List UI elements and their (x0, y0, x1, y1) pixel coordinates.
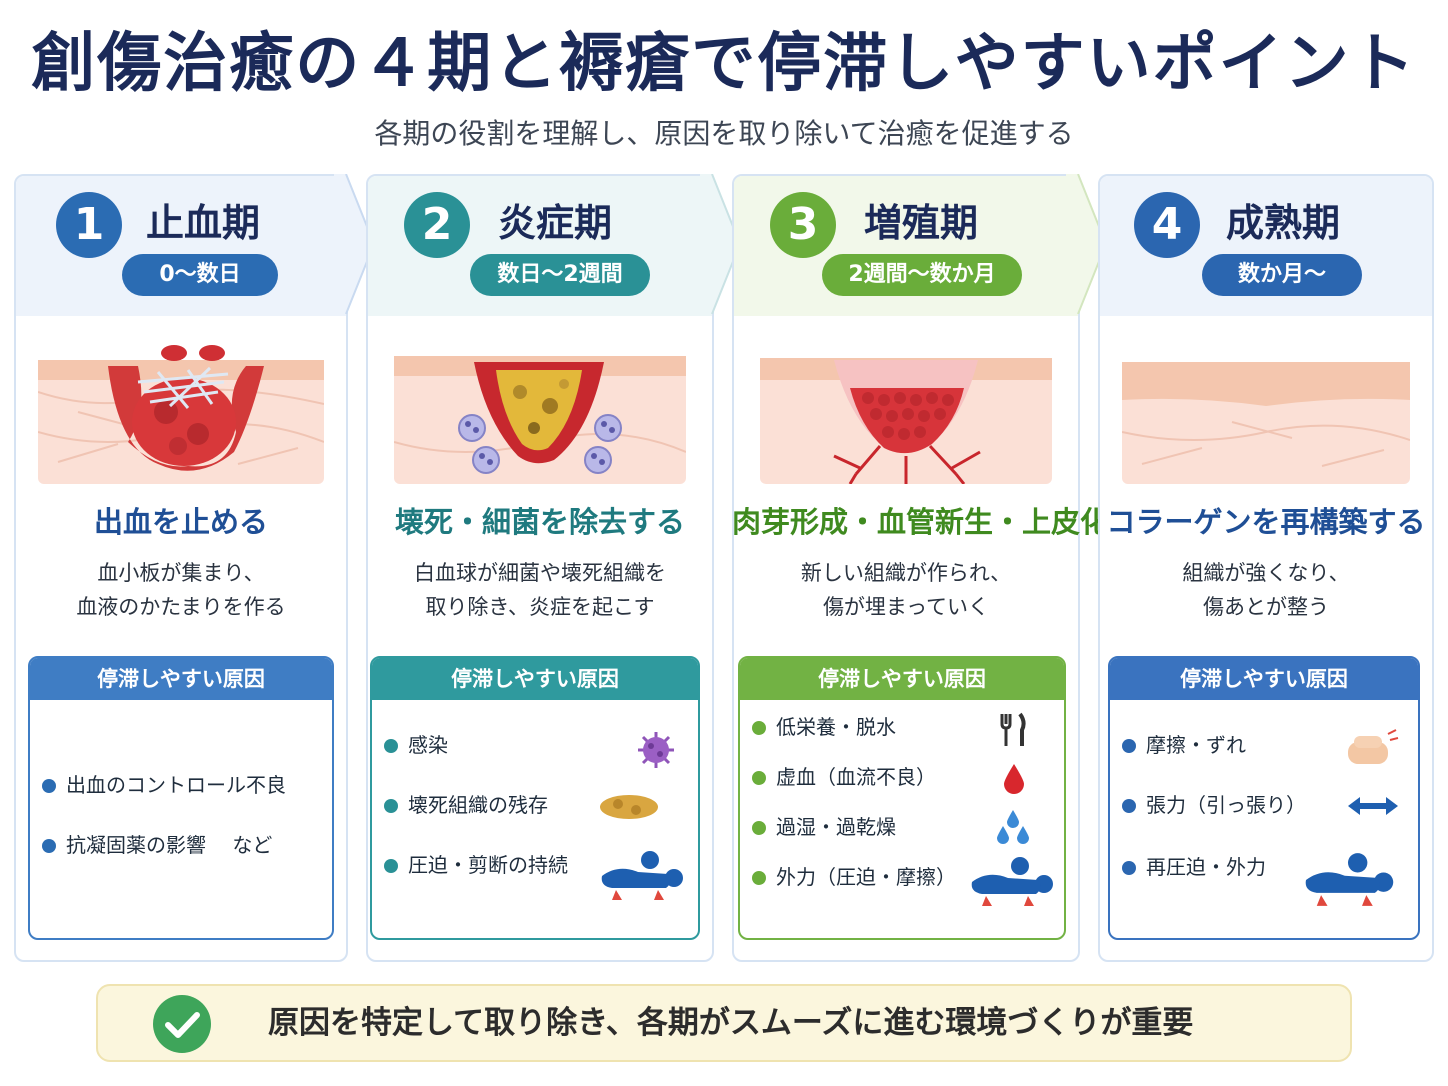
phase-3-description: 新しい組織が作られ、 傷が埋まっていく (732, 556, 1080, 624)
phase-3-cause-box: 停滞しやすい原因 低栄養・脱水 虚血（血流不良） 過湿・過乾燥 外力（圧迫・摩擦… (738, 656, 1066, 940)
bullet-icon (42, 779, 56, 793)
healed-skin-icon (1122, 362, 1410, 484)
phase-2-desc-line-2: 取り除き、炎症を起こす (425, 595, 655, 619)
cause-item: 壊死組織の残存 (384, 790, 548, 820)
platelet-icon (161, 345, 225, 361)
cause-item: 感染 (384, 730, 448, 760)
necrotic-tissue-icon (600, 795, 658, 819)
lying-person-icon (601, 851, 683, 900)
summary-banner: 原因を特定して取り除き、各期がスムーズに進む環境づくりが重要 (96, 984, 1352, 1062)
cause-item: 外力（圧迫・摩擦） (752, 862, 956, 892)
phase-3-cause-heading: 停滞しやすい原因 (740, 658, 1064, 700)
phase-4-cause-heading: 停滞しやすい原因 (1110, 658, 1418, 700)
bullet-icon (384, 739, 398, 753)
cause-text: 感染 (408, 733, 448, 757)
bullet-icon (752, 871, 766, 885)
phase-4-name: 成熟期 (1226, 201, 1341, 245)
phase-1-name: 止血期 (146, 201, 261, 245)
cause-text: 抗凝固薬の影響 など (66, 833, 273, 857)
blood-clot-icon (38, 360, 324, 484)
phase-1-cause-box: 停滞しやすい原因 出血のコントロール不良 抗凝固薬の影響 など (28, 656, 334, 940)
phase-3-role: 肉芽形成・血管新生・上皮化 (732, 505, 1110, 539)
white-blood-cell-icon (394, 356, 686, 484)
cause-text: 再圧迫・外力 (1146, 855, 1266, 879)
cause-text: 摩擦・ずれ (1146, 733, 1246, 757)
bullet-icon (42, 839, 56, 853)
phase-2-desc-line-1: 白血球が細菌や壊死組織を (414, 561, 666, 585)
phase-1-period-badge: 0〜数日 (122, 254, 278, 296)
bullet-icon (1122, 799, 1136, 813)
phase-2-cause-box: 停滞しやすい原因 感染 壊死組織の残存 圧迫・剪断の持続 (370, 656, 700, 940)
bullet-icon (752, 721, 766, 735)
granulation-tissue-icon (760, 358, 1052, 484)
rubbing-hand-icon (1348, 729, 1399, 764)
phase-2-number: 2 (404, 192, 470, 258)
chevron-right-icon (700, 174, 740, 314)
chevron-right-icon (1066, 174, 1106, 314)
phase-2-period-badge: 数日〜2週間 (470, 254, 650, 296)
phase-2-role: 壊死・細菌を除去する (394, 505, 685, 539)
bullet-icon (384, 859, 398, 873)
lying-person-icon (971, 857, 1053, 906)
phase-4-period-badge: 数か月〜 (1202, 254, 1362, 296)
cause-text: 張力（引っ張り） (1146, 793, 1306, 817)
cause-item: 張力（引っ張り） (1122, 790, 1306, 820)
phase-1-cause-heading: 停滞しやすい原因 (30, 658, 332, 700)
phase-3-desc-line-1: 新しい組織が作られ、 (800, 561, 1012, 585)
bullet-icon (384, 799, 398, 813)
phase-3-desc-line-2: 傷が埋まっていく (822, 595, 990, 619)
cause-item: 再圧迫・外力 (1122, 852, 1266, 882)
phase-4-role: コラーゲンを再構築する (1106, 505, 1426, 539)
cause-item: 圧迫・剪断の持続 (384, 850, 568, 880)
bullet-icon (752, 771, 766, 785)
cause-text: 虚血（血流不良） (776, 765, 936, 789)
cause-item: 虚血（血流不良） (752, 762, 936, 792)
summary-text: 原因を特定して取り除き、各期がスムーズに進む環境づくりが重要 (268, 1005, 1194, 1041)
cause-item: 過湿・過乾燥 (752, 812, 896, 842)
double-arrow-icon (1348, 797, 1398, 815)
phase-2-name: 炎症期 (498, 201, 613, 245)
bullet-icon (1122, 861, 1136, 875)
phase-2-cause-heading: 停滞しやすい原因 (372, 658, 698, 700)
cause-text: 出血のコントロール不良 (66, 773, 286, 797)
cause-text: 過湿・過乾燥 (776, 815, 896, 839)
water-drops-icon (997, 810, 1029, 844)
cause-text: 壊死組織の残存 (408, 793, 548, 817)
check-circle-icon (153, 995, 211, 1053)
cause-text: 外力（圧迫・摩擦） (776, 865, 956, 889)
phase-3-period-badge: 2週間〜数か月 (822, 254, 1022, 296)
phase-3-number: 3 (770, 192, 836, 258)
phase-3-name: 増殖期 (864, 201, 979, 245)
bullet-icon (752, 821, 766, 835)
fork-knife-icon (1000, 712, 1026, 746)
cause-item: 低栄養・脱水 (752, 712, 896, 742)
phase-1-description: 血小板が集まり、 血液のかたまりを作る (14, 556, 348, 624)
cause-text: 低栄養・脱水 (776, 715, 896, 739)
phase-4-desc-line-2: 傷あとが整う (1203, 595, 1329, 619)
page-subtitle: 各期の役割を理解し、原因を取り除いて治癒を促進する (374, 117, 1074, 150)
cause-item: 摩擦・ずれ (1122, 730, 1246, 760)
chevron-right-icon (334, 174, 374, 314)
page-title: 創傷治癒の４期と褥瘡で停滞しやすいポイント (31, 27, 1417, 101)
phase-1-desc-line-1: 血小板が集まり、 (97, 561, 265, 585)
phase-1-number: 1 (56, 192, 122, 258)
blood-drop-icon (1004, 764, 1024, 794)
phase-4-number: 4 (1134, 192, 1200, 258)
phase-4-description: 組織が強くなり、 傷あとが整う (1098, 556, 1434, 624)
lying-person-icon (1305, 853, 1394, 906)
bullet-icon (1122, 739, 1136, 753)
cause-item: 抗凝固薬の影響 など (42, 830, 272, 860)
cause-item: 出血のコントロール不良 (42, 770, 286, 800)
phase-2-description: 白血球が細菌や壊死組織を 取り除き、炎症を起こす (366, 556, 714, 624)
phase-1-desc-line-2: 血液のかたまりを作る (76, 595, 286, 619)
cause-text: 圧迫・剪断の持続 (408, 853, 568, 877)
phase-4-desc-line-1: 組織が強くなり、 (1182, 561, 1350, 585)
bacteria-icon (638, 732, 674, 768)
phase-1-role: 出血を止める (93, 505, 268, 539)
phase-4-cause-box: 停滞しやすい原因 摩擦・ずれ 張力（引っ張り） 再圧迫・外力 (1108, 656, 1420, 940)
